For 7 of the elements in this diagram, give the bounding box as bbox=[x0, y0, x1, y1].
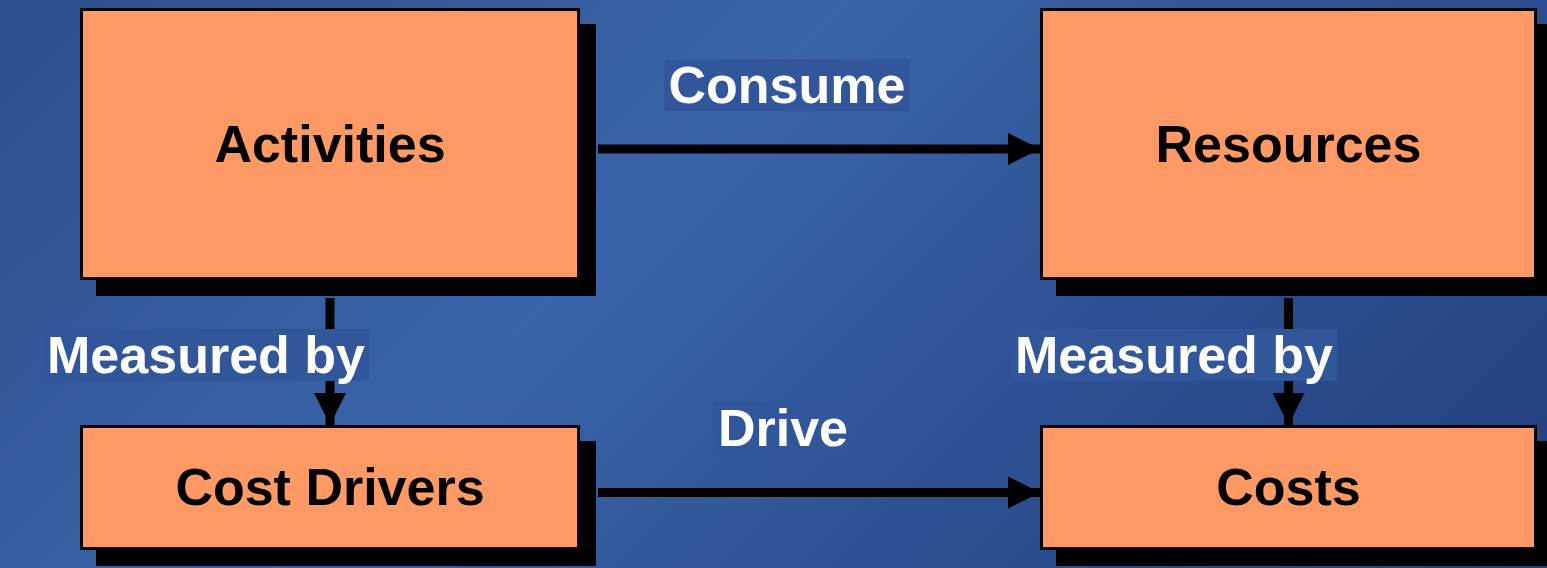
box-label: Costs bbox=[1216, 457, 1361, 518]
arrow bbox=[598, 133, 1040, 165]
arrow bbox=[598, 476, 1040, 509]
box-label: Resources bbox=[1155, 113, 1422, 175]
box-label: Activities bbox=[214, 113, 446, 175]
edge-label: Consume bbox=[664, 59, 910, 111]
box-label: Cost Drivers bbox=[175, 457, 485, 518]
